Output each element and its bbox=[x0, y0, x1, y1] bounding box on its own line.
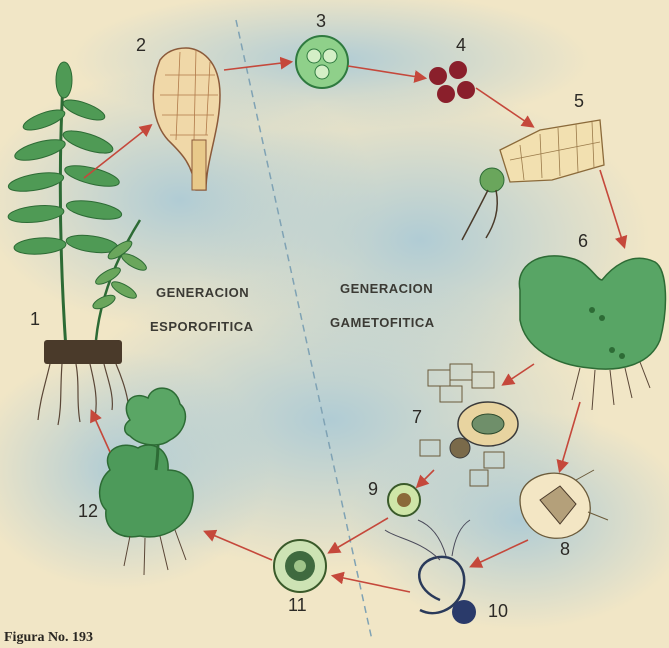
stage-label-11: 11 bbox=[288, 596, 307, 614]
stage-label-9: 9 bbox=[368, 480, 378, 498]
stage-label-8: 8 bbox=[560, 540, 570, 558]
stage-11-embryo bbox=[274, 540, 326, 592]
stage-label-10: 10 bbox=[488, 602, 508, 620]
gametophytic-generation-line2: GAMETOFITICA bbox=[330, 316, 435, 329]
stage-label-12: 12 bbox=[78, 502, 98, 520]
stage-3-spore bbox=[296, 36, 348, 88]
sporophytic-generation-line1: GENERACION bbox=[156, 286, 249, 299]
stage-label-6: 6 bbox=[578, 232, 588, 250]
sporophytic-generation-line2: ESPOROFITICA bbox=[150, 320, 254, 333]
stage-label-1: 1 bbox=[30, 310, 40, 328]
stage-label-3: 3 bbox=[316, 12, 326, 30]
stage-label-4: 4 bbox=[456, 36, 466, 54]
figure-caption: Figura No. 193 bbox=[4, 630, 93, 646]
stage-label-7: 7 bbox=[412, 408, 422, 426]
stage-9-zygote bbox=[388, 484, 420, 516]
stage-label-2: 2 bbox=[136, 36, 146, 54]
stage-label-5: 5 bbox=[574, 92, 584, 110]
gametophytic-generation-line1: GENERACION bbox=[340, 282, 433, 295]
